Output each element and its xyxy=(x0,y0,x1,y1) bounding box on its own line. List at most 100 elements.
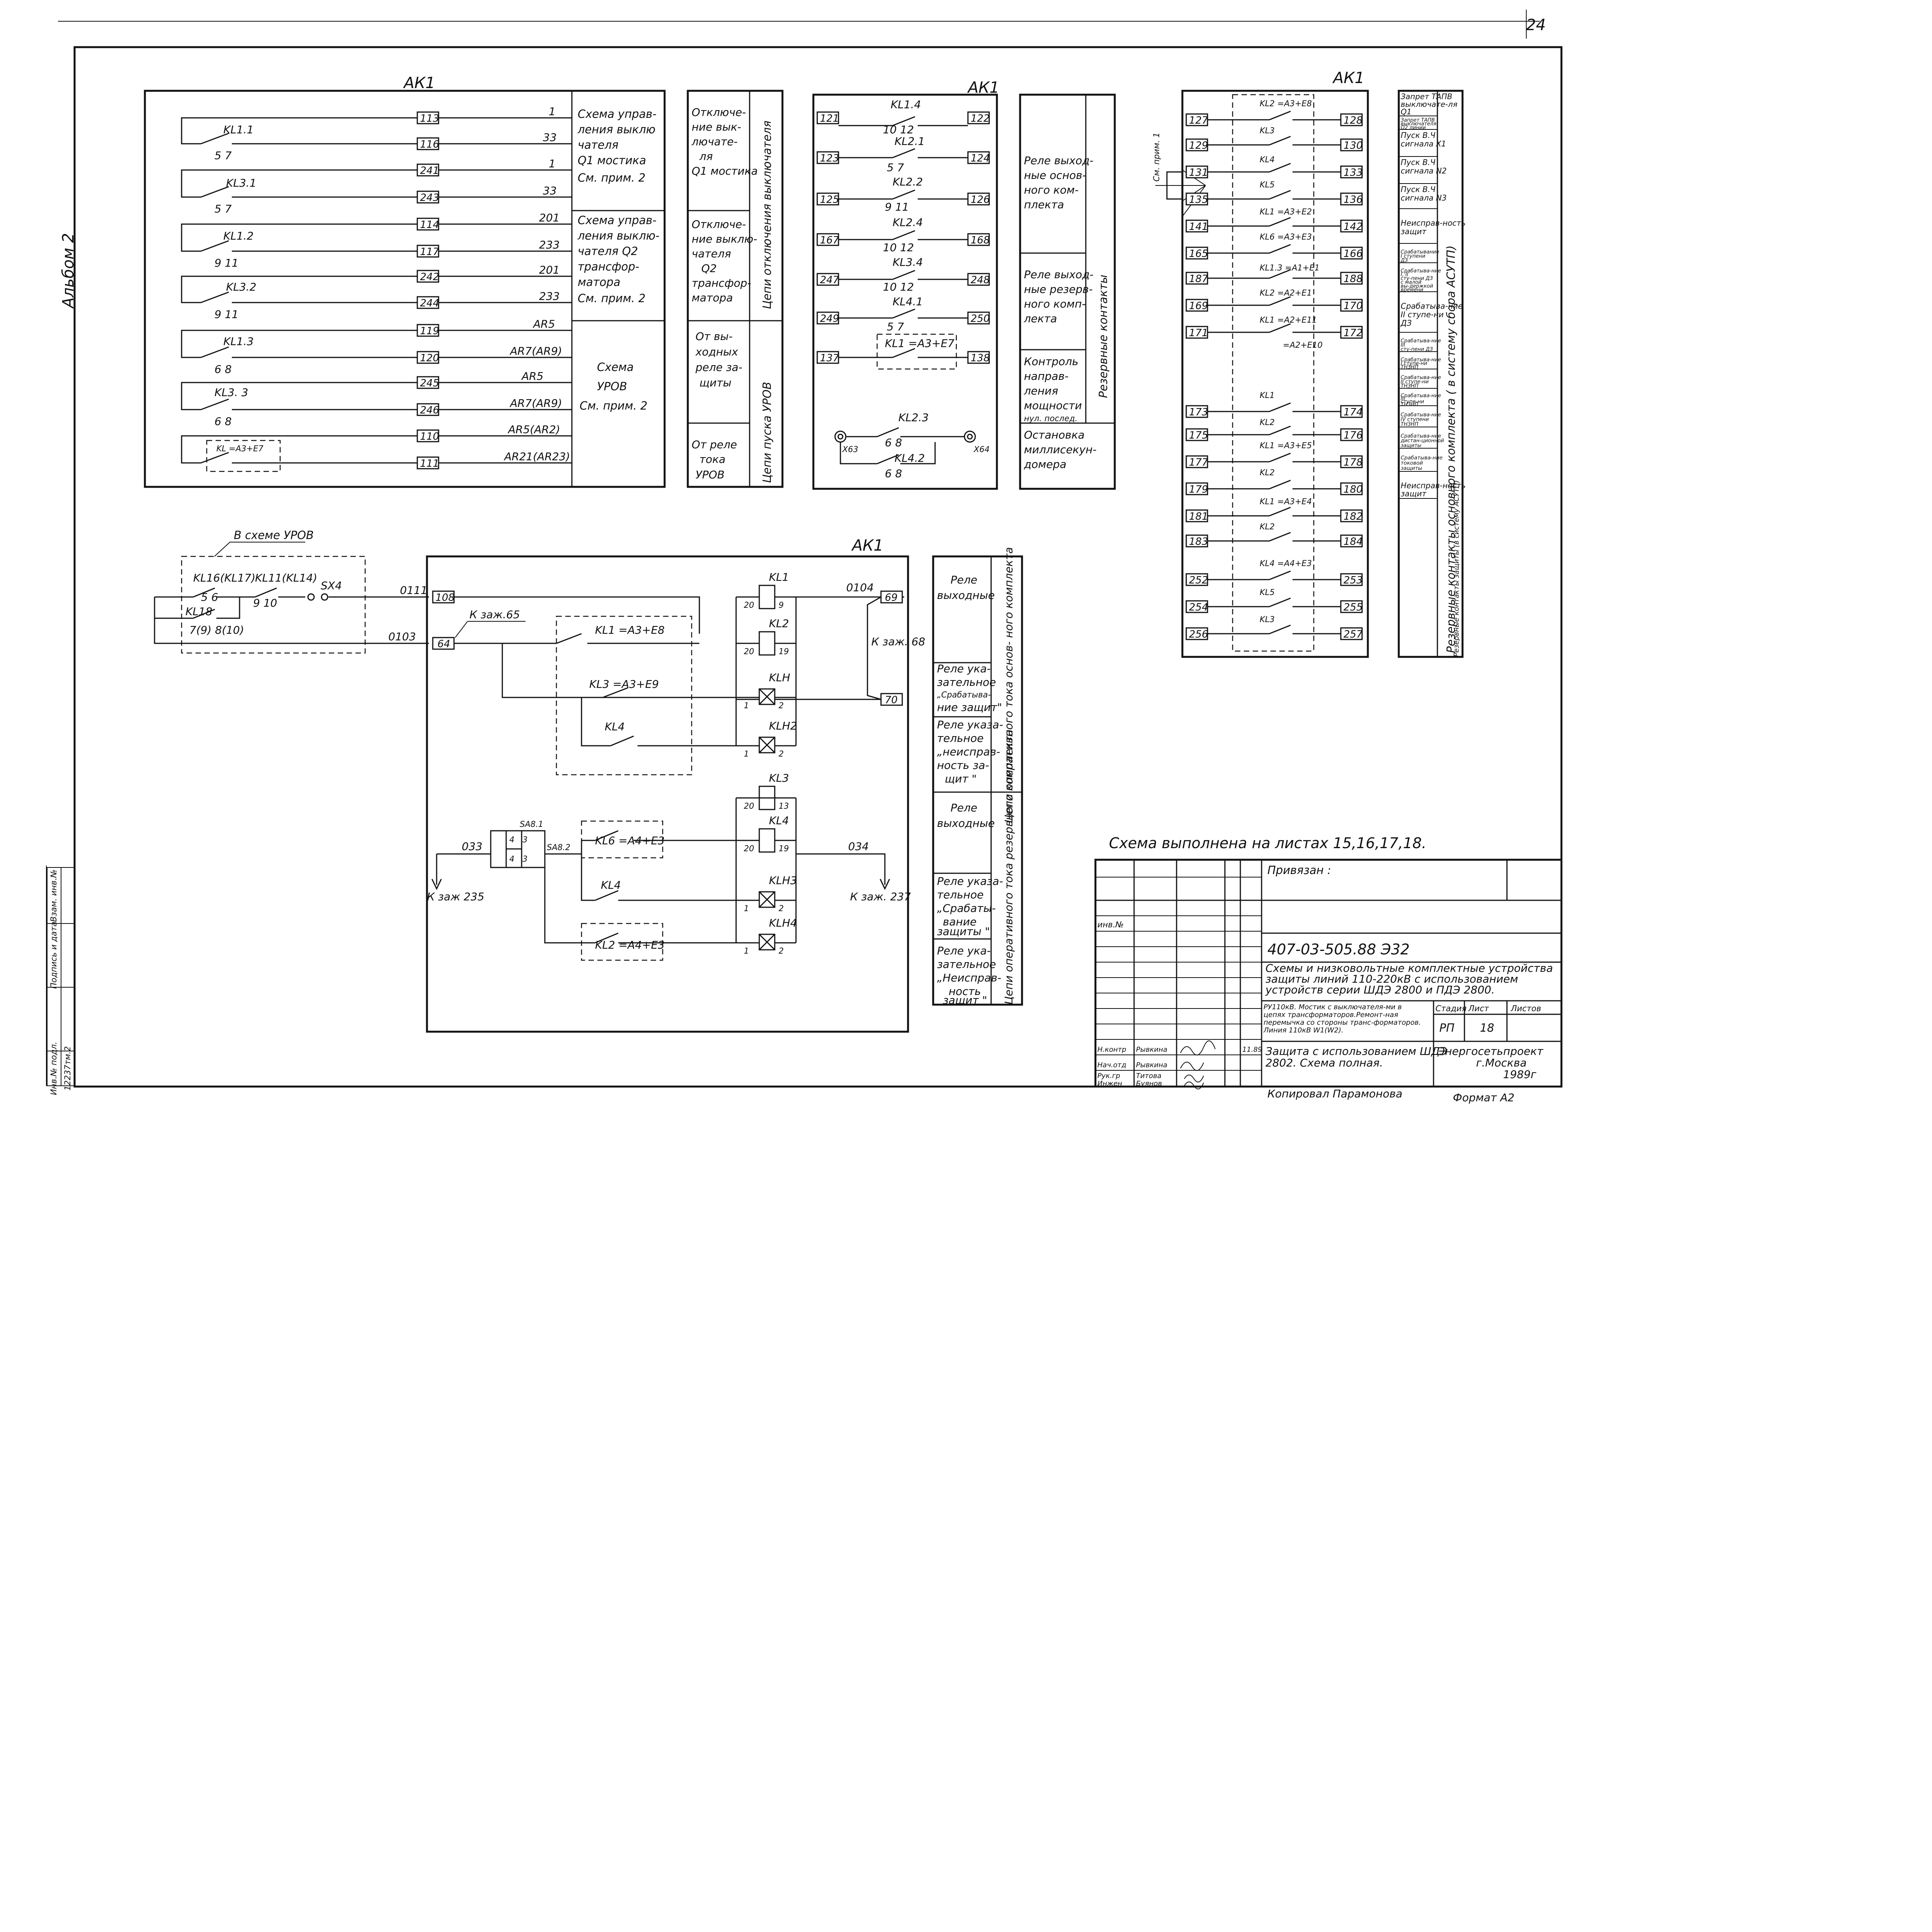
desc-line-13: УРОВ xyxy=(597,380,627,393)
title-block-line: перемычка со стороны транс-форматоров. xyxy=(1264,1019,1421,1027)
album-label: Альбом 2 xyxy=(60,233,77,309)
b4-desc-18: защиты " xyxy=(937,925,990,938)
b3-desc-line: Пуск В.Ч xyxy=(1401,158,1435,167)
b2-desc-1: Реле выход- xyxy=(1024,154,1094,167)
urov-pins-56: 5 6 xyxy=(201,591,218,604)
wire-0104: 0104 xyxy=(846,581,874,594)
wire-ar5-ar2: AR5(AR2) xyxy=(507,423,560,436)
b3-desc-line: Срабатыва-ние xyxy=(1401,393,1441,399)
b3-contact-label: KL3 xyxy=(1260,615,1275,624)
block-4-description: Реле выходные Реле ука- зательное „Сраба… xyxy=(937,573,1003,1007)
coil-pin-right: 2 xyxy=(779,946,784,956)
coil-name-kl4: KL4 xyxy=(769,814,789,827)
relay-coil-kl2 xyxy=(759,631,776,656)
wire-201b: 201 xyxy=(539,264,560,276)
block-2-vertical: Резервные контакты xyxy=(1097,275,1110,398)
b3-term-left-label: 171 xyxy=(1189,327,1208,339)
b3-term-right xyxy=(1340,534,1363,548)
desc-line-3: чателя xyxy=(578,138,619,151)
b3-term-right-label: 172 xyxy=(1344,327,1363,339)
desc-line-7: ления выклю- xyxy=(577,229,660,242)
coil-pin-left: 20 xyxy=(744,801,754,811)
block-2-contacts: KL1.4 10 12 KL2.1 5 7 KL2.2 9 11 KL2.4 1… xyxy=(834,98,990,480)
coil-name-kl3: KL3 xyxy=(769,772,789,784)
b3-term-left-label: 181 xyxy=(1189,511,1208,522)
org-name: Энергосетьпроект xyxy=(1437,1045,1543,1058)
b3-desc-line: Пуск В.Ч xyxy=(1401,131,1435,140)
title-block-line: Линия 110кВ W1(W2). xyxy=(1263,1026,1344,1034)
b3-term-left-label: 254 xyxy=(1189,602,1208,613)
b2-contact-kl2-1: KL2.1 xyxy=(895,135,925,148)
b3-desc-line: защит xyxy=(1401,227,1427,236)
purpose-line-16: От реле xyxy=(692,438,737,451)
purpose-line-12: От вы- xyxy=(696,330,733,343)
contact-kl1-1-pins: 5 7 xyxy=(214,149,232,162)
k-zazh-235: К заж 235 xyxy=(427,890,484,903)
block-1-vertical-urov: Цепи пуска УРОВ xyxy=(760,382,774,483)
purpose-line-5: Q1 мостика xyxy=(692,165,758,177)
b3-term-left xyxy=(1185,509,1208,522)
b4-term-69: 69 xyxy=(885,592,898,604)
b2-contact-kl2-2-pins: 9 11 xyxy=(885,201,909,213)
sa-pin-1: 4 xyxy=(509,835,514,844)
b3-term-right-label: 142 xyxy=(1344,221,1363,233)
org-year: 1989г xyxy=(1503,1068,1536,1081)
coil-pin-left: 1 xyxy=(744,749,749,759)
block-2-title: АК1 xyxy=(967,79,999,97)
terminal-120: 120 xyxy=(420,352,439,364)
b2-contact-kl2-2: KL2.2 xyxy=(893,175,923,188)
indicator-cross xyxy=(759,736,776,753)
indicator-cross xyxy=(759,891,776,908)
purpose-line-3: лючате- xyxy=(691,135,738,148)
b2-contact-kl2-1-pins: 5 7 xyxy=(887,161,904,174)
wire-201a: 201 xyxy=(539,211,560,224)
desc-line-6: Схема управ- xyxy=(578,214,656,227)
coil-pin-right: 2 xyxy=(779,904,784,913)
title-block-line: Защита с использованием ШДЭ xyxy=(1265,1045,1447,1058)
b4-desc-23: защит " xyxy=(943,994,987,1007)
b3-contact-label: KL3 xyxy=(1260,126,1275,135)
b2-contact-kl4-1-pins: 5 7 xyxy=(887,320,904,333)
coil-pin-right: 2 xyxy=(779,749,784,759)
b2-term-125: 125 xyxy=(820,194,839,206)
b3-term-left-label: 141 xyxy=(1189,221,1208,233)
contact-kl1-2-pins: 9 11 xyxy=(214,257,238,269)
contact-kl3-3: KL3. 3 xyxy=(214,386,248,399)
title-block-line: Схемы и низковольтные комплектные устрой… xyxy=(1265,962,1553,975)
b3-desc-line: ТНЗНП xyxy=(1401,422,1418,427)
purpose-line-1: Отключе- xyxy=(692,106,746,119)
b4-contact-kl6: KL6 =A4+E3 xyxy=(595,834,665,847)
b4-contact-kl1: KL1 =A3+E8 xyxy=(595,624,665,636)
b2-term-124: 124 xyxy=(971,153,990,164)
contact-kl3-3-pins: 6 8 xyxy=(214,415,232,428)
b2-desc-14: Остановка xyxy=(1024,429,1085,441)
block-2-description: Реле выход- ные основ- ного ком- плекта … xyxy=(1024,154,1097,471)
purpose-line-9: Q2 xyxy=(701,262,717,275)
b3-desc-line: I, II xyxy=(1401,272,1408,278)
b2-desc-11: ления xyxy=(1024,384,1058,397)
block-2-terminals: 121 123 125 167 247 249 137 122 124 126 … xyxy=(816,111,990,364)
contact-kl3-2-pins: 9 11 xyxy=(214,308,238,321)
b3-contact-label: KL4 =A4+E3 xyxy=(1260,559,1312,568)
title-block-line: РУ110кВ. Мостик с выключателя-ми в xyxy=(1264,1003,1402,1011)
block-1-vertical-trip: Цепи отключения выключателя xyxy=(760,121,774,309)
urov-sx4: SX4 xyxy=(321,579,342,592)
page-number: 24 xyxy=(1526,16,1546,34)
b3-desc-line: ТНЗНП xyxy=(1401,383,1418,389)
urov-kl16: KL16(KL17) xyxy=(193,571,255,584)
contact-kl1-3: KL1.3 xyxy=(223,335,254,348)
b4-desc-17: вание xyxy=(943,915,976,928)
b3-desc-line: Срабатыва-ние xyxy=(1401,357,1441,363)
terminal-111: 111 xyxy=(420,458,439,469)
b3-term-right xyxy=(1340,299,1363,312)
coil-pin-left: 20 xyxy=(744,600,754,610)
b4-desc-10: ность за- xyxy=(937,759,989,772)
k-zazh-237: К заж. 237 xyxy=(850,890,911,903)
b4-desc-20: зательное xyxy=(937,958,996,971)
b2-desc-6: ные резерв- xyxy=(1024,283,1093,296)
stamp-inv-number: 12237тм.2 xyxy=(63,1046,72,1091)
b3-desc-line: I ступени xyxy=(1401,253,1425,259)
